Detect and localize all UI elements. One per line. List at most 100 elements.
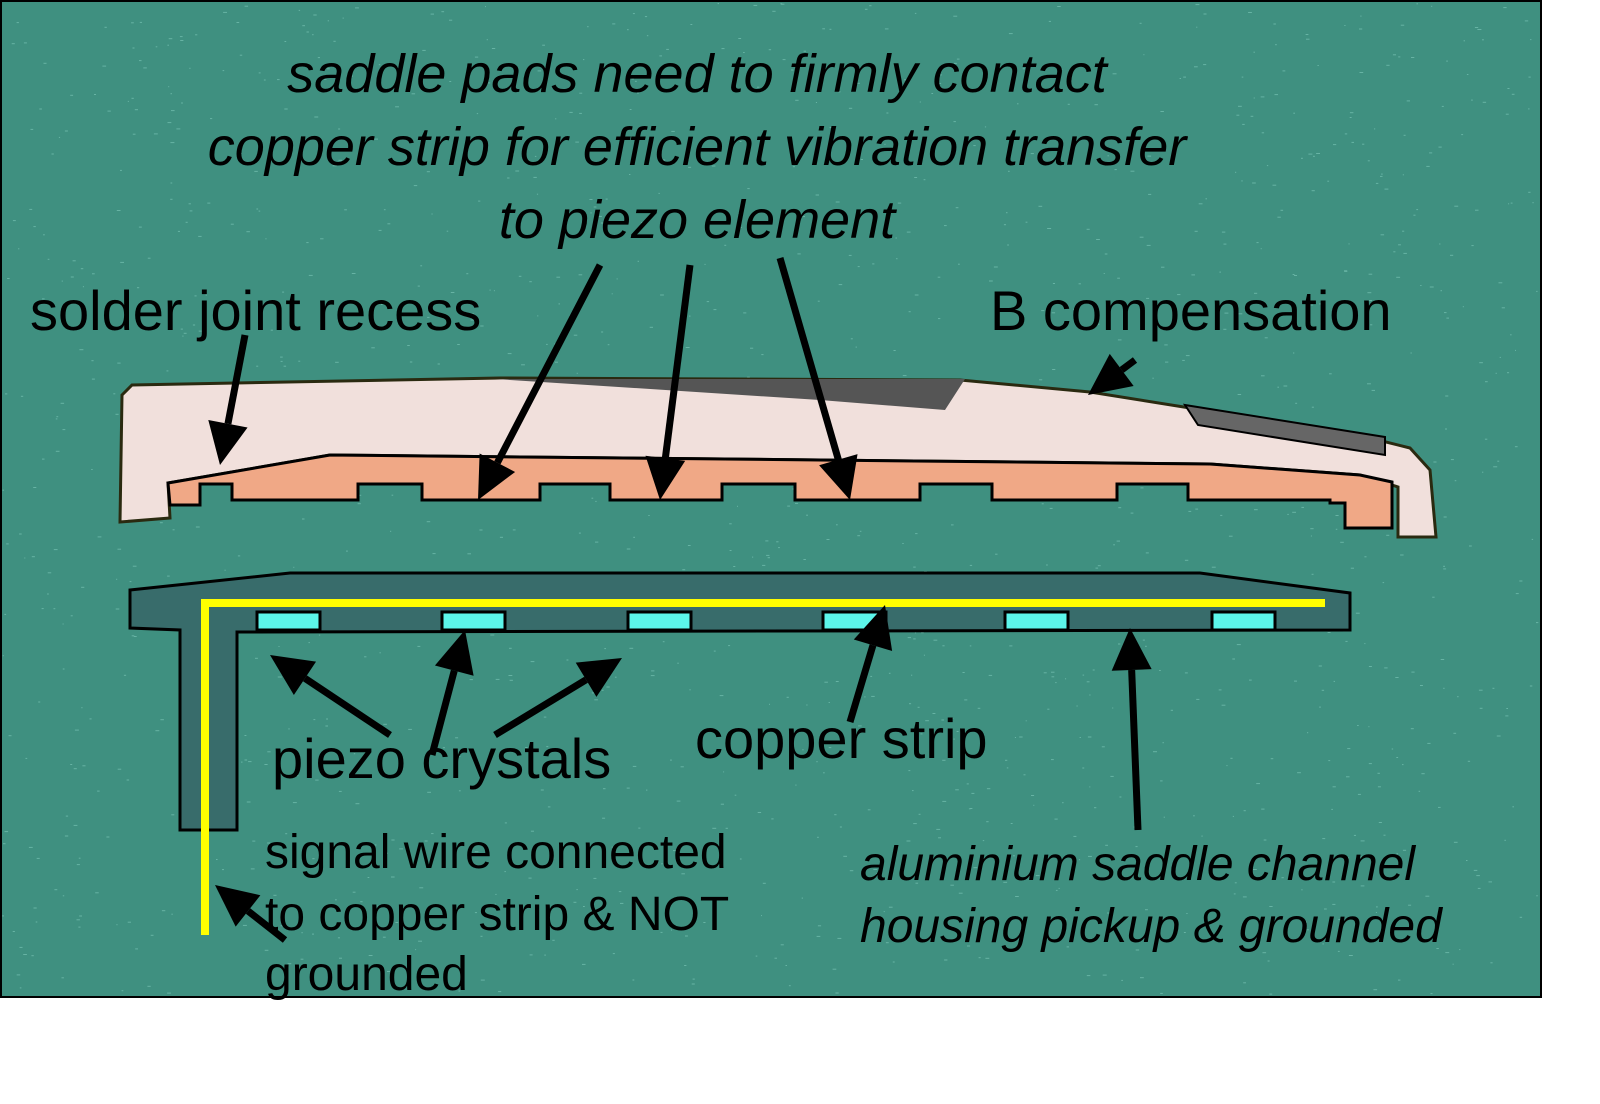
speckle-dot bbox=[167, 992, 171, 994]
speckle-dot bbox=[265, 238, 267, 240]
speckle-dot bbox=[1266, 165, 1269, 167]
speckle-dot bbox=[633, 536, 635, 538]
speckle-dot bbox=[734, 794, 737, 796]
speckle-dot bbox=[1055, 682, 1057, 684]
speckle-dot bbox=[1310, 535, 1312, 537]
speckle-dot bbox=[1152, 377, 1154, 379]
speckle-dot bbox=[956, 58, 960, 60]
speckle-dot bbox=[116, 924, 118, 926]
speckle-dot bbox=[600, 222, 604, 224]
speckle-dot bbox=[1262, 952, 1267, 954]
speckle-dot bbox=[116, 578, 118, 580]
speckle-dot bbox=[662, 641, 665, 643]
speckle-dot bbox=[1078, 859, 1081, 861]
speckle-dot bbox=[120, 261, 124, 263]
speckle-dot bbox=[1287, 513, 1289, 515]
speckle-dot bbox=[1536, 622, 1539, 624]
speckle-dot bbox=[855, 346, 857, 348]
speckle-dot bbox=[487, 82, 491, 84]
speckle-dot bbox=[1241, 76, 1244, 78]
speckle-dot bbox=[1221, 231, 1226, 233]
speckle-dot bbox=[917, 706, 920, 708]
speckle-dot bbox=[280, 360, 283, 362]
speckle-dot bbox=[1530, 39, 1532, 41]
speckle-dot bbox=[1443, 565, 1445, 567]
speckle-dot bbox=[876, 873, 878, 875]
speckle-dot bbox=[1140, 977, 1144, 979]
speckle-dot bbox=[937, 276, 941, 278]
speckle-dot bbox=[1051, 312, 1056, 314]
speckle-dot bbox=[12, 220, 16, 222]
speckle-dot bbox=[507, 748, 512, 749]
speckle-dot bbox=[1274, 94, 1278, 96]
speckle-dot bbox=[835, 681, 839, 682]
speckle-dot bbox=[1368, 273, 1373, 275]
speckle-dot bbox=[1188, 510, 1192, 512]
speckle-dot bbox=[1117, 277, 1120, 279]
speckle-dot bbox=[1351, 141, 1354, 143]
speckle-dot bbox=[1135, 949, 1140, 951]
speckle-dot bbox=[721, 48, 725, 50]
speckle-dot bbox=[16, 974, 21, 976]
label-signal-wire-2: to copper strip & NOT bbox=[265, 888, 729, 941]
speckle-dot bbox=[706, 301, 710, 303]
speckle-dot bbox=[31, 955, 34, 957]
label-channel-2: housing pickup & grounded bbox=[860, 900, 1443, 953]
arrow bbox=[428, 630, 474, 756]
speckle-dot bbox=[1043, 672, 1047, 674]
speckle-dot bbox=[449, 19, 453, 21]
speckle-dot bbox=[1497, 460, 1500, 462]
speckle-dot bbox=[931, 93, 934, 94]
speckle-dot bbox=[1103, 273, 1105, 274]
speckle-dot bbox=[938, 74, 942, 76]
speckle-dot bbox=[1198, 203, 1203, 205]
speckle-dot bbox=[127, 921, 131, 923]
speckle-dot bbox=[1194, 66, 1198, 68]
speckle-dot bbox=[1473, 869, 1478, 871]
speckle-dot bbox=[1186, 913, 1188, 914]
speckle-dot bbox=[469, 679, 473, 681]
speckle-dot bbox=[989, 280, 993, 282]
speckle-dot bbox=[850, 338, 853, 340]
speckle-dot bbox=[1283, 385, 1288, 387]
speckle-dot bbox=[1294, 275, 1297, 276]
speckle-dot bbox=[823, 772, 825, 774]
speckle-dot bbox=[20, 395, 24, 397]
speckle-dot bbox=[529, 954, 533, 956]
speckle-dot bbox=[364, 656, 367, 658]
speckle-dot bbox=[687, 545, 691, 546]
speckle-dot bbox=[1194, 230, 1198, 232]
speckle-dot bbox=[936, 828, 941, 830]
speckle-dot bbox=[969, 645, 972, 647]
speckle-dot bbox=[1382, 582, 1385, 584]
speckle-dot bbox=[860, 159, 863, 160]
speckle-dot bbox=[176, 128, 181, 130]
speckle-dot bbox=[2, 489, 5, 491]
speckle-dot bbox=[1344, 25, 1346, 26]
speckle-dot bbox=[579, 92, 583, 94]
speckle-dot bbox=[1400, 24, 1405, 26]
label-piezo-crystals: piezo crystals bbox=[272, 727, 611, 790]
speckle-dot bbox=[143, 67, 147, 69]
speckle-dot bbox=[332, 165, 337, 167]
speckle-dot bbox=[767, 557, 770, 559]
speckle-dot bbox=[632, 979, 635, 981]
speckle-dot bbox=[743, 52, 745, 53]
speckle-dot bbox=[542, 44, 545, 46]
speckle-dot bbox=[418, 940, 422, 942]
speckle-dot bbox=[803, 50, 806, 52]
speckle-dot bbox=[333, 40, 336, 42]
speckle-dot bbox=[1267, 960, 1270, 962]
speckle-dot bbox=[728, 645, 731, 647]
speckle-dot bbox=[160, 719, 164, 721]
speckle-dot bbox=[1269, 906, 1273, 907]
aluminium-channel bbox=[128, 571, 1352, 832]
speckle-dot bbox=[612, 953, 615, 955]
speckle-dot bbox=[848, 254, 852, 256]
speckle-dot bbox=[817, 836, 819, 838]
speckle-dot bbox=[576, 889, 578, 891]
speckle-dot bbox=[244, 735, 247, 736]
speckle-dot bbox=[627, 29, 629, 31]
speckle-dot bbox=[301, 932, 303, 934]
speckle-dot bbox=[55, 450, 60, 452]
